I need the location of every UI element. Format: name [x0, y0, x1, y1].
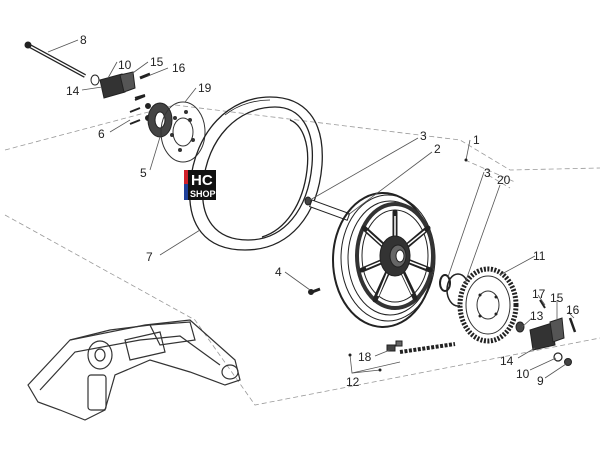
drive-chain	[386, 340, 456, 354]
callout-6: 6	[98, 127, 105, 141]
callout-2: 2	[434, 142, 441, 156]
swingarm	[27, 319, 241, 421]
callout-17: 17	[532, 287, 546, 301]
callout-14-right: 14	[500, 354, 514, 368]
callout-11: 11	[533, 249, 546, 263]
wheel-rim	[332, 192, 436, 328]
disc-carrier	[147, 102, 173, 138]
brake-disc	[160, 101, 206, 163]
callout-14-left: 14	[66, 84, 80, 98]
callout-3-left: 3	[420, 129, 427, 143]
right-chain-adjuster	[515, 299, 577, 366]
tyre	[189, 96, 323, 251]
callout-18: 18	[358, 350, 372, 364]
callout-16-right: 16	[566, 303, 580, 317]
callout-7: 7	[146, 250, 153, 264]
leader-lines	[47, 39, 575, 379]
callout-13: 13	[530, 309, 544, 323]
callout-15-left: 15	[150, 55, 164, 69]
callout-12: 12	[346, 375, 360, 389]
callout-9: 9	[537, 374, 544, 388]
assembly-boundary-dashed	[4, 104, 600, 406]
callout-3-right: 3	[484, 166, 491, 180]
callout-5: 5	[140, 166, 147, 180]
callout-10-right: 10	[516, 367, 530, 381]
callout-10-left: 10	[118, 58, 132, 72]
leader-dots	[348, 158, 468, 372]
callout-16-left: 16	[172, 61, 186, 75]
callout-19: 19	[198, 81, 212, 95]
callout-labels: 8 10 15 16 14 19 6 5 7 3 1 2 3 20 4 11 1…	[66, 33, 580, 389]
wheel-spacer	[304, 196, 351, 221]
callout-4: 4	[275, 265, 282, 279]
disc-bolts	[129, 95, 151, 125]
logo-line2: SHOP	[190, 189, 216, 199]
rear-axle	[24, 41, 100, 86]
hc-shop-logo: HC SHOP	[184, 170, 216, 200]
logo-line1: HC	[191, 172, 213, 189]
bolt-4	[308, 287, 321, 295]
rear-sprocket	[457, 266, 519, 344]
left-chain-adjuster	[99, 71, 151, 99]
callout-15-right: 15	[550, 291, 564, 305]
callout-8: 8	[80, 33, 87, 47]
callout-20: 20	[497, 173, 511, 187]
callout-1: 1	[473, 133, 480, 147]
